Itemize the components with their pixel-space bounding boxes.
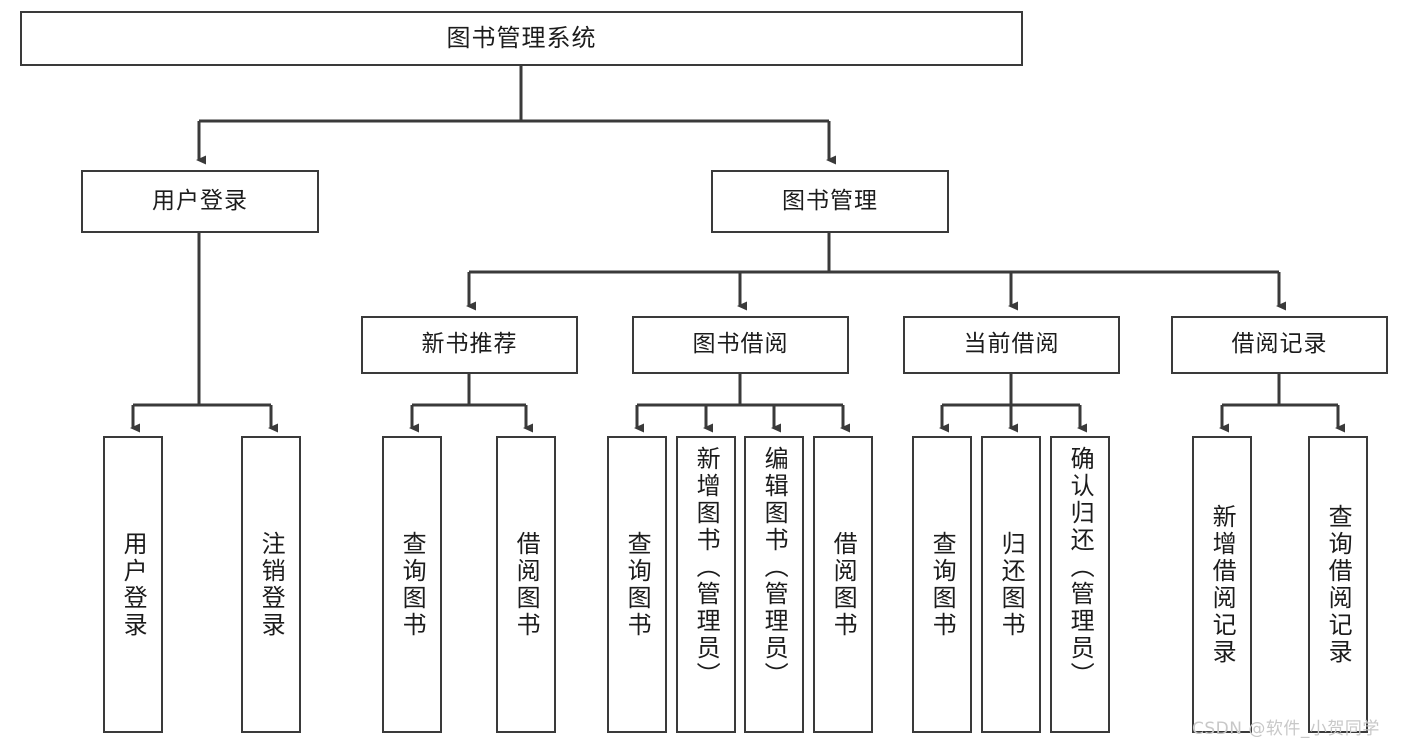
- leaf-borrow-book-recommend[interactable]: 借阅图书: [496, 436, 556, 733]
- node-root-system[interactable]: 图书管理系统: [20, 11, 1023, 66]
- leaf-edit-book-admin[interactable]: 编辑图书（管理员）: [744, 436, 804, 733]
- leaf-return-book[interactable]: 归还图书: [981, 436, 1041, 733]
- leaf-query-book-current[interactable]: 查询图书: [912, 436, 972, 733]
- node-book-borrow[interactable]: 图书借阅: [632, 316, 849, 374]
- node-borrow-record[interactable]: 借阅记录: [1171, 316, 1388, 374]
- leaf-confirm-return-admin[interactable]: 确认归还（管理员）: [1050, 436, 1110, 733]
- leaf-add-book-admin[interactable]: 新增图书（管理员）: [676, 436, 736, 733]
- leaf-add-borrow-record[interactable]: 新增借阅记录: [1192, 436, 1252, 733]
- node-book-management[interactable]: 图书管理: [711, 170, 949, 233]
- node-current-borrow[interactable]: 当前借阅: [903, 316, 1120, 374]
- leaf-user-login[interactable]: 用户登录: [103, 436, 163, 733]
- leaf-query-book-recommend[interactable]: 查询图书: [382, 436, 442, 733]
- leaf-query-borrow-record[interactable]: 查询借阅记录: [1308, 436, 1368, 733]
- leaf-logout[interactable]: 注销登录: [241, 436, 301, 733]
- node-user-login[interactable]: 用户登录: [81, 170, 319, 233]
- watermark-text: CSDN @软件_小贺同学: [1192, 719, 1380, 739]
- node-new-book-recommend[interactable]: 新书推荐: [361, 316, 578, 374]
- leaf-query-book-borrow[interactable]: 查询图书: [607, 436, 667, 733]
- leaf-borrow-book[interactable]: 借阅图书: [813, 436, 873, 733]
